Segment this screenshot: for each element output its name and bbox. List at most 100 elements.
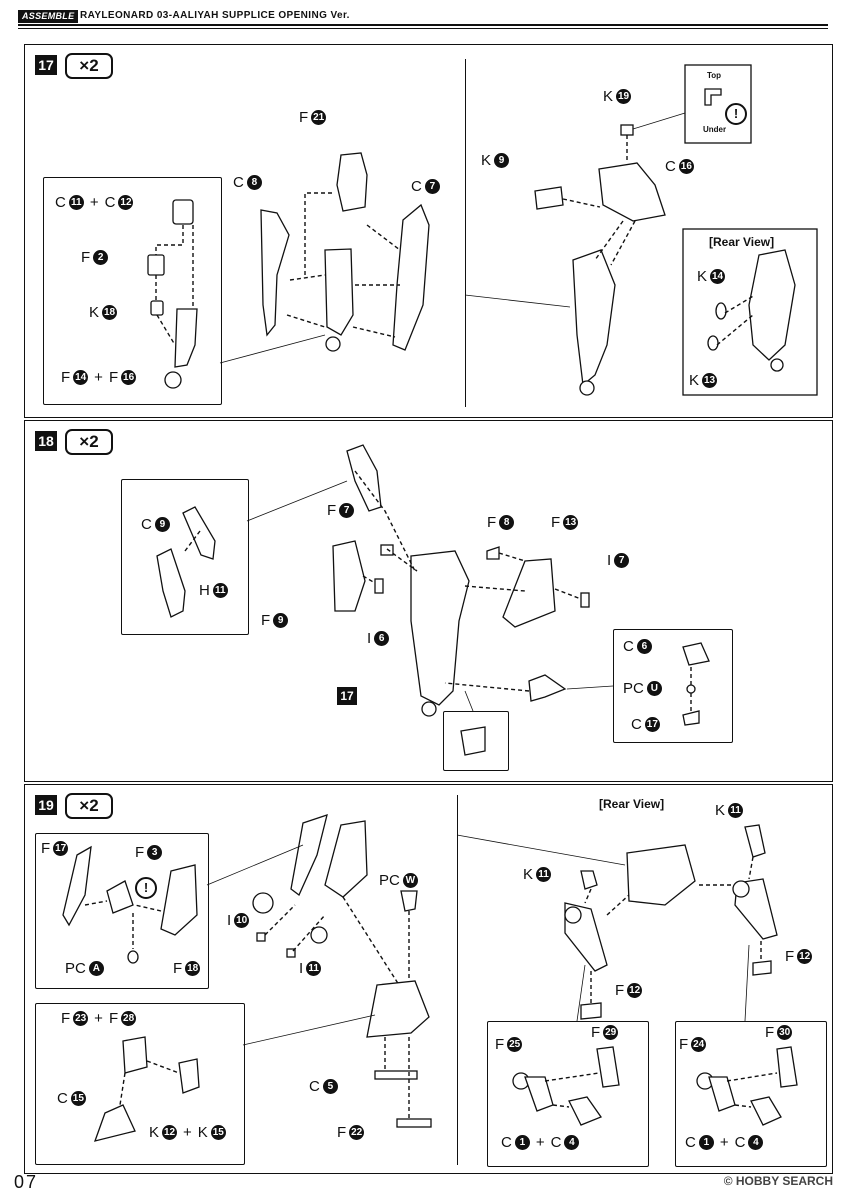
part-shape — [486, 546, 500, 560]
part-shape — [598, 162, 666, 222]
part-shape — [256, 932, 266, 942]
part-shape — [106, 880, 134, 914]
part-shape — [460, 726, 486, 756]
assembly-arrow — [594, 220, 636, 266]
assembly-arrow — [119, 1060, 180, 1106]
part-shape — [752, 960, 772, 976]
leader-line — [576, 944, 750, 1022]
part-shape — [174, 308, 198, 368]
assembly-arrow — [699, 856, 762, 961]
reference-step-number: 17 — [337, 687, 357, 705]
header-rule — [18, 24, 828, 26]
rear-view-title: [Rear View] — [709, 235, 775, 249]
part-shape — [260, 209, 290, 337]
leader-line — [246, 480, 348, 522]
assembly-arrow — [716, 294, 756, 346]
sub-assembly-inset — [613, 629, 733, 743]
step-19-panel: 19 ×2 — [24, 784, 833, 1174]
header-rule-thin — [18, 28, 828, 29]
part-shape — [580, 870, 598, 890]
step-17-panel: 17 ×2 — [24, 44, 833, 418]
part-shape — [252, 892, 274, 914]
assembly-arrow — [286, 192, 401, 338]
part-shape — [127, 950, 139, 964]
part-shape — [707, 335, 719, 351]
part-shape — [528, 674, 567, 702]
part-shape — [392, 203, 430, 351]
part-shape — [744, 824, 766, 858]
step-number: 17 — [35, 55, 57, 75]
assembly-arrow — [544, 1072, 600, 1108]
part-shape — [374, 1070, 418, 1080]
part-shape — [160, 864, 198, 936]
part-shape — [596, 1046, 620, 1088]
leader-line — [456, 834, 626, 866]
part-shape — [502, 558, 556, 628]
assembly-arrow — [726, 1072, 778, 1108]
note-under-label: Under — [703, 125, 727, 134]
part-shape — [704, 88, 722, 106]
part-shape — [682, 710, 700, 726]
step-19-illustration — [62, 814, 798, 1142]
part-shape — [579, 380, 595, 396]
assembly-arrow — [84, 900, 162, 949]
section-badge: ASSEMBLE — [18, 10, 79, 23]
watermark-brand: © HOBBY SEARCH — [723, 1174, 833, 1188]
leader-line — [242, 1014, 376, 1046]
caution-icon: ! — [135, 877, 157, 899]
part-shape — [290, 814, 328, 897]
part-shape — [164, 371, 182, 389]
part-shape — [620, 124, 634, 136]
part-shape — [346, 444, 382, 512]
manual-title: RAYLEONARD 03-AALIYAH SUPPLICE OPENING V… — [80, 10, 350, 21]
page-number: 07 — [14, 1172, 39, 1192]
part-shape — [310, 926, 328, 944]
part-shape — [366, 980, 430, 1038]
part-shape — [396, 1118, 432, 1128]
leader-line — [219, 334, 326, 364]
part-shape — [750, 1096, 782, 1126]
part-shape — [332, 540, 366, 612]
manual-header: ASSEMBLE RAYLEONARD 03-AALIYAH SUPPLICE … — [18, 4, 828, 29]
part-shape — [564, 906, 582, 924]
sub-assembly-inset — [35, 1003, 245, 1165]
leader-line — [464, 294, 571, 308]
part-shape — [732, 880, 750, 898]
note-top-label: Top — [707, 71, 722, 80]
part-shape — [93, 1104, 136, 1142]
part-shape — [400, 890, 418, 912]
part-shape — [324, 248, 354, 336]
